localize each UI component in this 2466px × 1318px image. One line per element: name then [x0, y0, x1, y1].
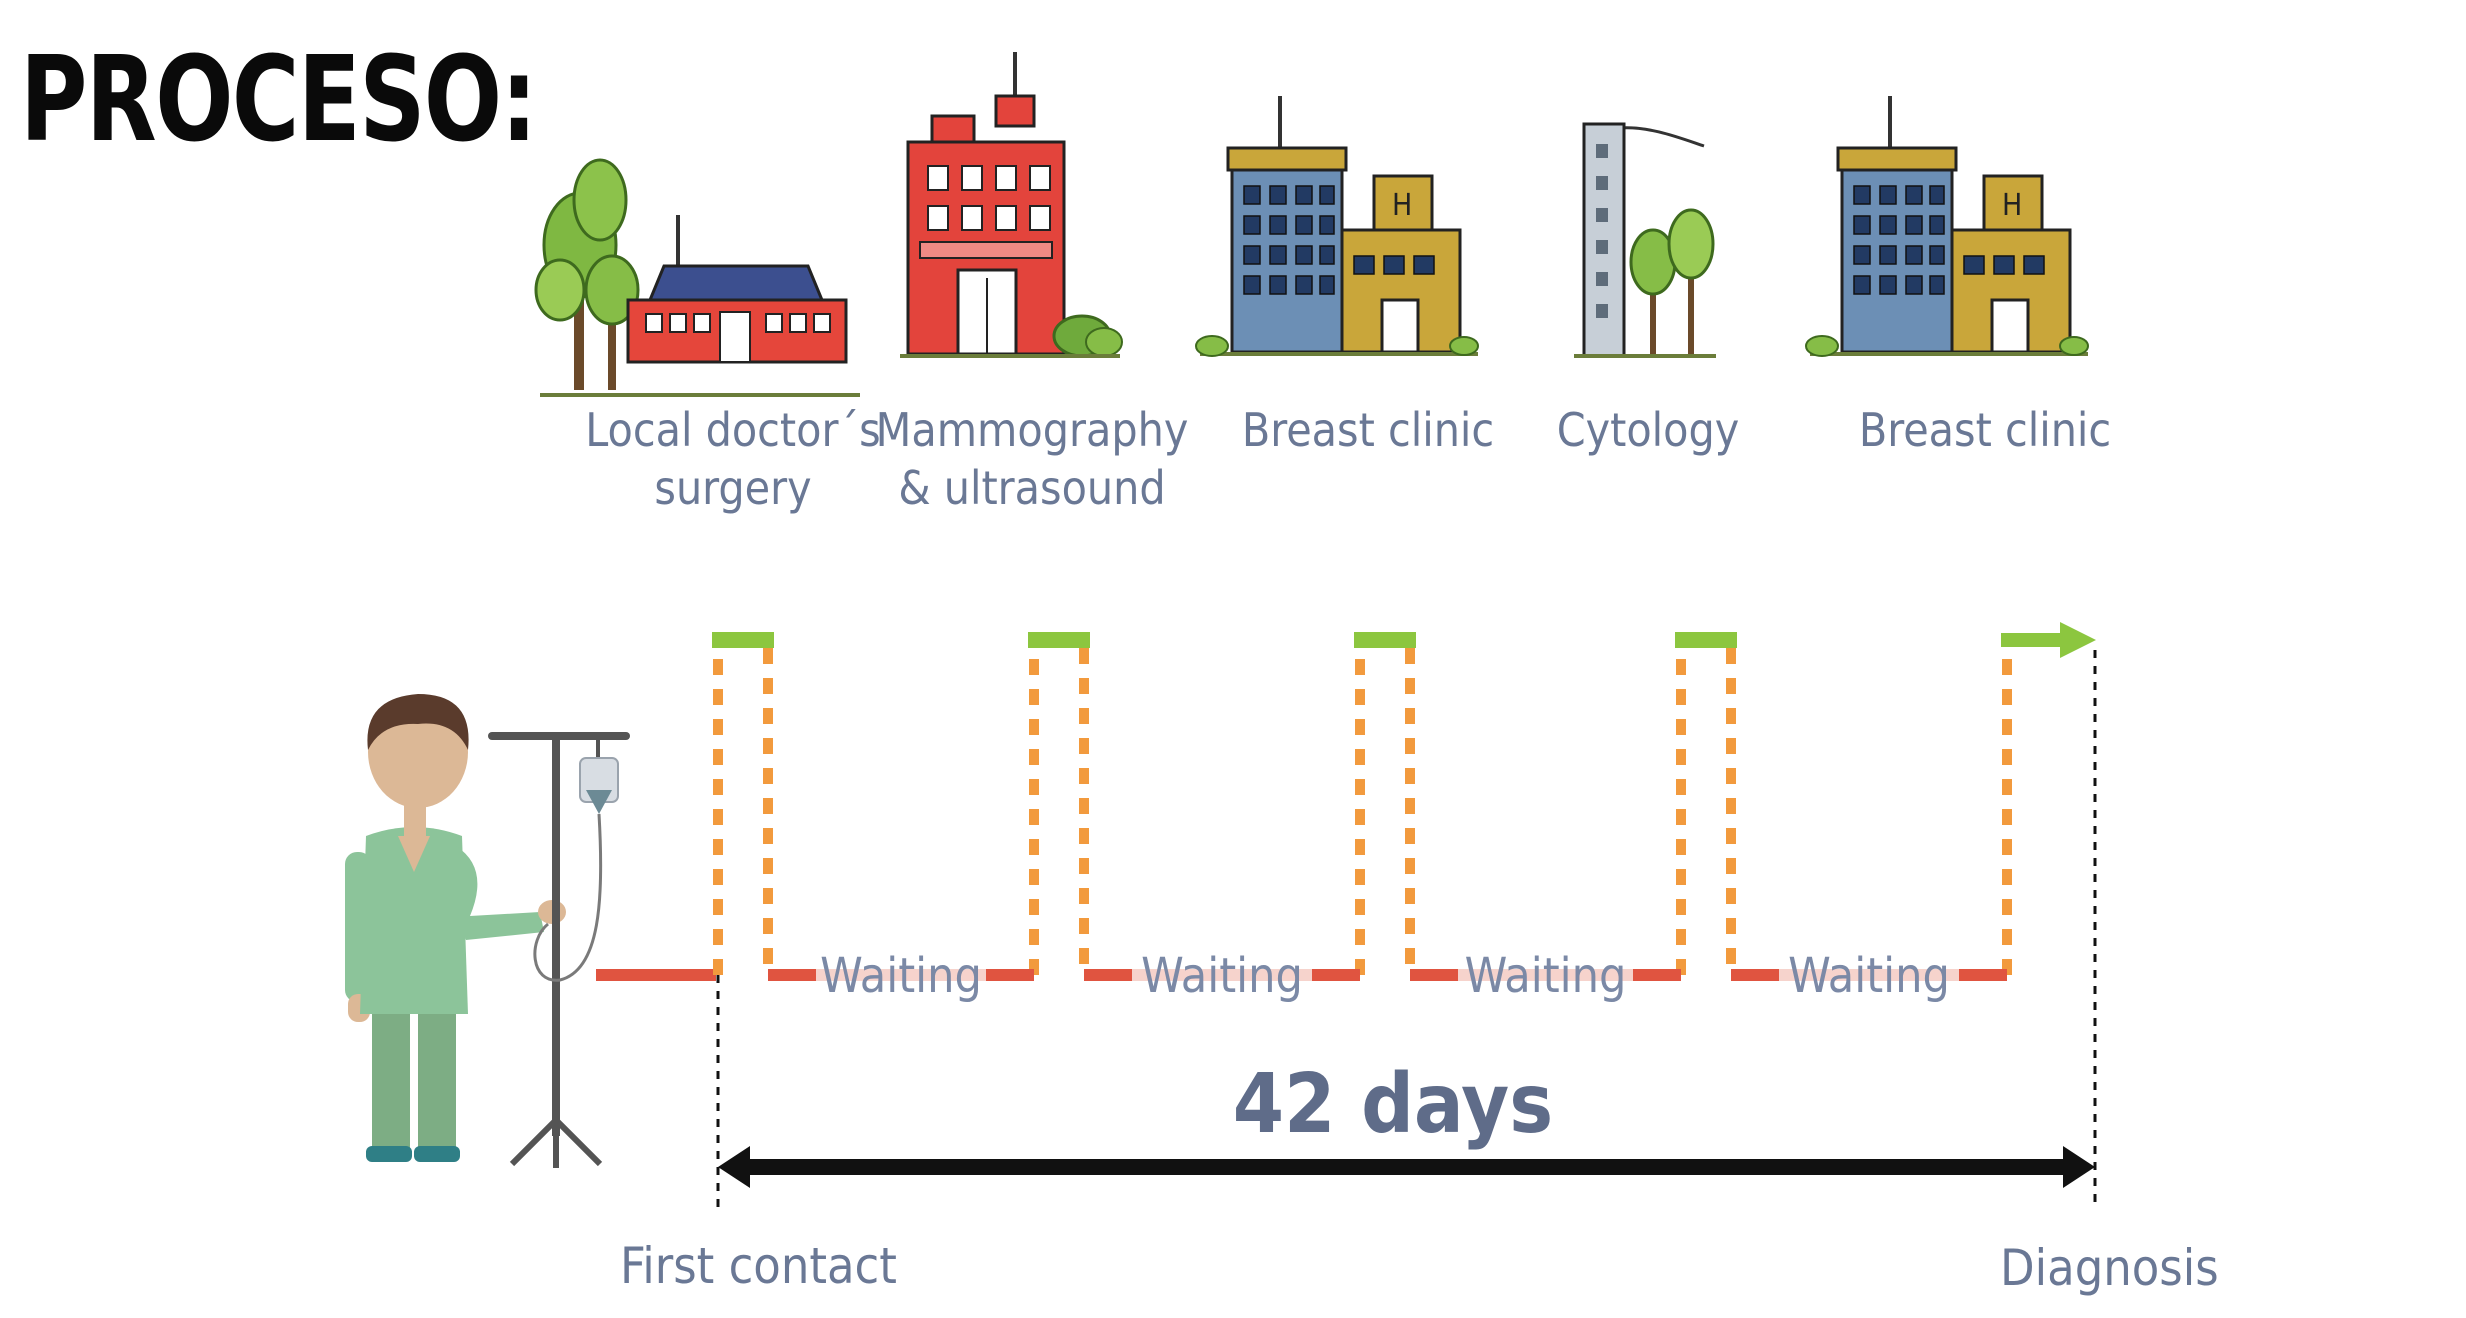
waiting-label: Waiting — [1788, 948, 1950, 1004]
place-label-line: Mammography — [876, 403, 1189, 457]
waiting-bar — [768, 969, 1034, 981]
waiting-bar — [1410, 969, 1681, 981]
visit-marker — [712, 632, 774, 648]
visit-marker — [1675, 632, 1737, 648]
duration-label: 42 days — [1233, 1057, 1553, 1152]
place-label-3: Breast clinic — [1242, 403, 1494, 457]
waiting-label: Waiting — [1465, 948, 1627, 1004]
waiting-bar — [1084, 969, 1360, 981]
house-with-trees-icon — [534, 158, 860, 397]
page-title: PROCESO: — [20, 30, 537, 168]
hospital-complex-icon — [1804, 94, 2090, 358]
waiting-label: Waiting — [820, 948, 982, 1004]
hospital-complex-icon: H — [1195, 96, 1479, 357]
first-contact-label: First contact — [620, 1237, 897, 1295]
place-label-line: & ultrasound — [898, 461, 1165, 515]
diagnosis-arrow-head — [2060, 622, 2096, 658]
place-label-line: Local doctor´s — [585, 403, 880, 457]
lab-tower-icon — [1574, 122, 1716, 358]
place-label-line: surgery — [654, 461, 811, 515]
waiting-bar — [1731, 969, 2007, 981]
place-label-line: Breast clinic — [1242, 403, 1494, 457]
diagnosis-label: Diagnosis — [2000, 1239, 2219, 1297]
svg-text:H: H — [1392, 188, 1412, 223]
duration-span: 42 days — [716, 650, 2097, 1210]
iv-stand-icon — [488, 732, 630, 1168]
place-label-2: Mammography& ultrasound — [876, 403, 1189, 515]
duration-arrow-head-left — [718, 1146, 750, 1188]
pathway-timeline: Waiting Waiting Waiting Waiting — [596, 622, 2096, 1004]
place-label-line: Breast clinic — [1859, 403, 2111, 457]
duration-arrow-head-right — [2063, 1146, 2095, 1188]
waiting-label: Waiting — [1141, 948, 1303, 1004]
visit-marker — [1354, 632, 1416, 648]
patient-icon — [345, 694, 566, 1162]
place-label-5: Breast clinic — [1859, 403, 2111, 457]
visit-marker — [1028, 632, 1090, 648]
place-label-4: Cytology — [1557, 403, 1740, 457]
place-label-line: Cytology — [1557, 403, 1740, 457]
red-hospital-icon — [900, 52, 1123, 358]
